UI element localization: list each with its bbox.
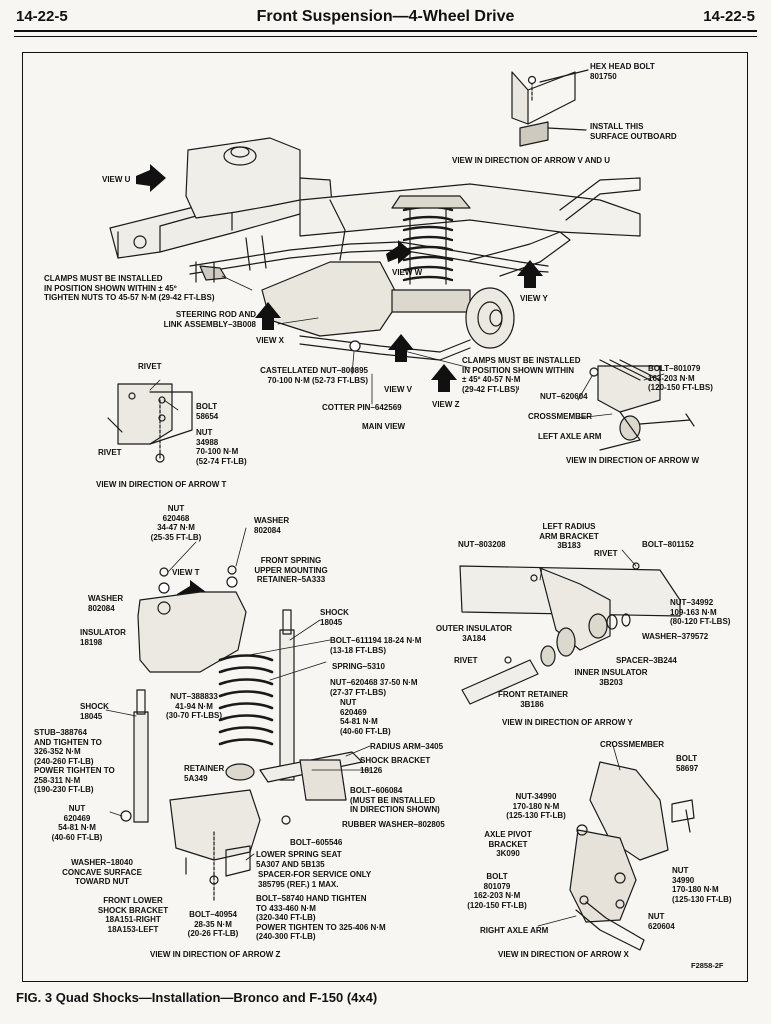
label-front-retainer: FRONT RETAINER 3B186 [498, 690, 569, 709]
caption-view-z: VIEW IN DIRECTION OF ARROW Z [150, 950, 281, 959]
label-clamps-right: CLAMPS MUST BE INSTALLED IN POSITION SHO… [462, 356, 581, 394]
label-crossmember-w: CROSSMEMBER [528, 412, 593, 421]
label-shock-18045-left: SHOCK 18045 [80, 702, 109, 721]
label-spring-5310: SPRING–5310 [332, 662, 385, 671]
label-outer-insulator: OUTER INSULATOR 3A184 [435, 624, 513, 643]
label-view-y: VIEW Y [520, 294, 548, 303]
label-washer-802084-left: WASHER 802084 [88, 594, 124, 613]
label-rivet-top: RIVET [138, 362, 162, 371]
label-spacer-3b244: SPACER–3B244 [616, 656, 677, 665]
figure-code: F2858-2F [691, 961, 724, 970]
label-view-z: VIEW Z [432, 400, 460, 409]
header-rule [14, 30, 757, 32]
label-nut-620604-x: NUT 620604 [648, 912, 675, 931]
label-rivet-y-left: RIVET [454, 656, 478, 665]
page-number-right: 14-22-5 [703, 8, 755, 25]
leader-lines [105, 275, 665, 927]
label-nut-34988: NUT 34988 70-100 N·m (52-74 FT-LB) [196, 428, 247, 466]
label-inner-insulator: INNER INSULATOR 3B203 [574, 668, 648, 687]
label-axle-pivot-bracket: AXLE PIVOT BRACKET 3K090 [484, 830, 532, 858]
label-bolt-58740: BOLT–58740 HAND TIGHTEN TO 433-460 N·m (… [256, 894, 386, 941]
label-washer-18040: WASHER–18040 CONCAVE SURFACE TOWARD NUT [62, 858, 142, 886]
label-washer-802084-top: WASHER 802084 [254, 516, 290, 535]
label-bolt-801079-x: BOLT 801079 162-203 N·m (120-150 FT-LB) [467, 872, 527, 910]
label-insulator-18198: INSULATOR 18198 [80, 628, 126, 647]
label-hex-head-bolt: HEX HEAD BOLT 801750 [590, 62, 655, 81]
label-rivet-bottom: RIVET [98, 448, 122, 457]
label-view-w: VIEW W [392, 268, 423, 277]
main-view-drawing [109, 137, 641, 361]
label-bolt-606084: BOLT–606084 (MUST BE INSTALLED IN DIRECT… [350, 786, 440, 814]
label-retainer-5a349: RETAINER 5A349 [184, 764, 225, 783]
label-stub-388764: STUB–388764 AND TIGHTEN TO 326-352 N·m (… [34, 728, 115, 794]
label-left-axle-arm: LEFT AXLE ARM [538, 432, 602, 441]
label-castellated-nut: CASTELLATED NUT–800895 70-100 N·m (52-73… [260, 366, 368, 385]
label-nut-34992: NUT–34992 109-163 N·m (80-120 FT-LBS) [670, 598, 731, 626]
label-nut-620604: NUT–620604 [540, 392, 588, 401]
label-bolt-605546: BOLT–605546 [290, 838, 343, 847]
view-vu-bracket-drawing [511, 69, 589, 147]
label-nut-803208: NUT–803208 [458, 540, 506, 549]
label-bolt-611194: BOLT–611194 18-24 N·m (13-18 FT-LBS) [330, 636, 422, 655]
caption-view-t: VIEW IN DIRECTION OF ARROW T [96, 480, 227, 489]
label-cotter-pin: COTTER PIN–642569 [322, 403, 402, 412]
caption-main-view: MAIN VIEW [362, 422, 406, 431]
view-t-bracket-drawing [107, 383, 193, 463]
label-bolt-58697: BOLT 58697 [676, 754, 699, 773]
label-nut-34990-top: NUT-34990 170-180 N·m (125-130 FT-LB) [506, 792, 566, 820]
label-shock-18045-right: SHOCK 18045 [320, 608, 349, 627]
caption-view-w: VIEW IN DIRECTION OF ARROW W [566, 456, 700, 465]
label-bolt-58654: BOLT 58654 [196, 402, 219, 421]
page-number-left: 14-22-5 [16, 8, 68, 25]
label-front-spring-retainer: FRONT SPRING UPPER MOUNTING RETAINER–5A3… [254, 556, 328, 584]
label-rubber-washer: RUBBER WASHER–802805 [342, 820, 445, 829]
label-spacer-385795: SPACER-FOR SERVICE ONLY 385795 (REF.) 1 … [258, 870, 372, 889]
label-washer-379572: WASHER–379572 [642, 632, 709, 641]
view-z-drawing [120, 565, 363, 901]
label-clamps-left: CLAMPS MUST BE INSTALLED IN POSITION SHO… [44, 274, 215, 302]
label-view-u: VIEW U [102, 175, 131, 184]
header-rule-thin [14, 36, 757, 37]
label-lower-spring-seat: LOWER SPRING SEAT 5A307 AND 5B135 [256, 850, 342, 869]
caption-view-y: VIEW IN DIRECTION OF ARROW Y [502, 718, 633, 727]
caption-view-vu: VIEW IN DIRECTION OF ARROW V AND U [452, 156, 611, 165]
label-front-lower-shock-bracket: FRONT LOWER SHOCK BRACKET 18A151-RIGHT 1… [97, 896, 169, 934]
label-view-x: VIEW X [256, 336, 285, 345]
label-nut-620468-top: NUT 620468 34-47 N·m (25-35 FT-LB) [150, 504, 202, 542]
label-nut-620468: NUT–620468 37-50 N·m (27-37 FT-LBS) [330, 678, 418, 697]
label-view-v: VIEW V [384, 385, 413, 394]
label-bolt-40954: BOLT–40954 28-35 N·m (20-26 FT-LB) [187, 910, 239, 938]
caption-view-x: VIEW IN DIRECTION OF ARROW X [498, 950, 629, 959]
view-w-drawing [589, 359, 695, 451]
label-install-surface: INSTALL THIS SURFACE OUTBOARD [590, 122, 677, 141]
view-y-drawing [459, 562, 681, 705]
label-nut-388833: NUT–388833 41-94 N·m (30-70 FT-LBS) [165, 692, 222, 720]
figure-frame [22, 52, 748, 982]
view-x-drawing [569, 761, 695, 951]
label-right-axle-arm: RIGHT AXLE ARM [480, 926, 549, 935]
label-nut-620469-left: NUT 620469 54-81 N·m (40-60 FT-LB) [51, 804, 103, 842]
figure-caption: FIG. 3 Quad Shocks—Installation—Bronco a… [16, 990, 378, 1005]
label-nut-620469-right: NUT 620469 54-81 N·m (40-60 FT-LB) [340, 698, 391, 736]
label-rivet-y-top: RIVET [594, 549, 618, 558]
page-title: Front Suspension—4-Wheel Drive [256, 8, 515, 25]
label-view-t: VIEW T [172, 568, 200, 577]
label-crossmember-x: CROSSMEMBER [600, 740, 665, 749]
label-left-radius-arm-bracket: LEFT RADIUS ARM BRACKET 3B183 [539, 522, 599, 550]
label-bolt-801079: BOLT–801079 163-203 N·m (120-150 FT-LBS) [648, 364, 713, 392]
label-nut-34990-right: NUT 34990 170-180 N·m (125-130 FT-LB) [672, 866, 732, 904]
label-bolt-801152: BOLT–801152 [642, 540, 694, 549]
label-radius-arm: RADIUS ARM–3405 [370, 742, 444, 751]
label-shock-bracket: SHOCK BRACKET 18126 [360, 756, 431, 775]
label-steering-rod: STEERING ROD AND LINK ASSEMBLY–3B008 [163, 310, 256, 329]
